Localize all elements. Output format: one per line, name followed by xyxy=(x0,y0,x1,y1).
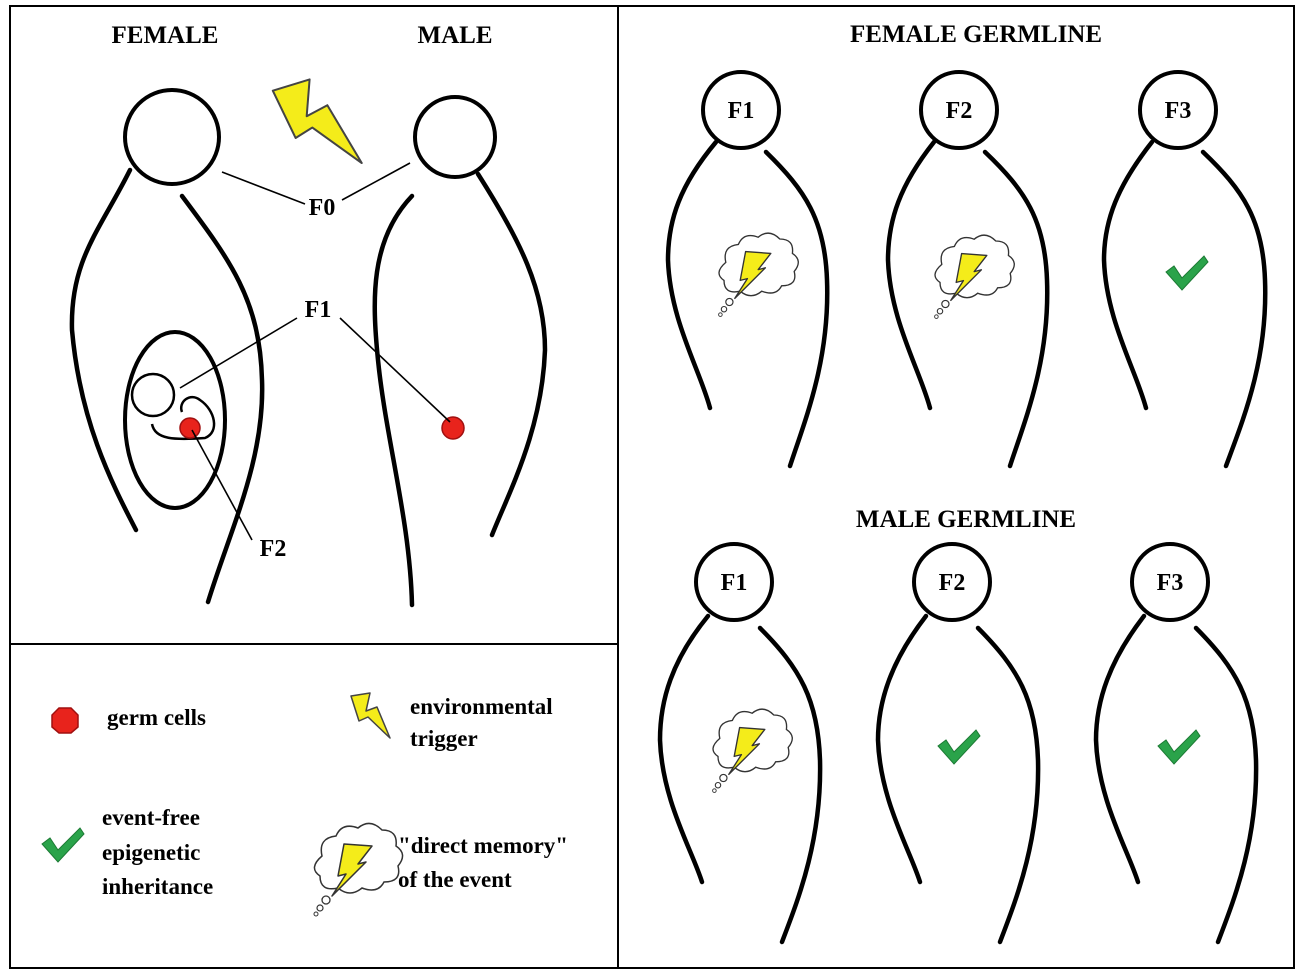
check-icon xyxy=(41,827,85,863)
generation-label: F2 xyxy=(946,98,973,124)
germ-cell-icon xyxy=(441,416,465,440)
germ-cell-icon xyxy=(179,417,201,439)
legend-memory-line1: "direct memory" xyxy=(398,833,568,858)
f2-label: F2 xyxy=(260,536,287,562)
legend-event-free-line3: inheritance xyxy=(102,874,213,899)
male-label: MALE xyxy=(418,22,493,49)
legend-event-free-line2: epigenetic xyxy=(102,840,200,865)
germline-panel: FEMALE GERMLINE MALE GERMLINE F1 F2 F3 xyxy=(657,21,1268,945)
legend-trigger-line1: environmental xyxy=(410,694,553,719)
thought-cloud-icon xyxy=(713,709,793,792)
male-germline-title: MALE GERMLINE xyxy=(856,506,1076,533)
panel-frames xyxy=(9,5,1295,969)
female-gen-f1: F1 xyxy=(665,70,830,469)
generation-label: F1 xyxy=(728,98,755,124)
check-icon xyxy=(1165,255,1209,291)
male-figure xyxy=(372,95,548,608)
thought-cloud-icon xyxy=(935,235,1015,318)
thought-cloud-icon xyxy=(314,823,403,916)
male-gen-f1: F1 xyxy=(657,542,823,945)
male-gen-f3: F3 xyxy=(1093,542,1259,945)
generation-label: F1 xyxy=(721,570,748,596)
check-icon xyxy=(937,729,981,765)
male-gen-f2: F2 xyxy=(875,542,1041,945)
generation-label: F3 xyxy=(1157,570,1184,596)
parents-panel: FEMALE MALE F0 xyxy=(69,22,548,608)
legend: germ cells environmental trigger event-f… xyxy=(41,692,568,916)
germ-cell-icon xyxy=(51,707,79,734)
legend-event-free-line1: event-free xyxy=(102,805,200,830)
thought-cloud-icon xyxy=(719,233,799,316)
female-label: FEMALE xyxy=(112,22,219,49)
generation-label: F2 xyxy=(939,570,966,596)
female-gen-f2: F2 xyxy=(885,70,1050,469)
female-gen-f3: F3 xyxy=(1101,70,1268,469)
legend-germ-cells: germ cells xyxy=(107,705,206,730)
lightning-icon xyxy=(350,692,391,739)
f1-label: F1 xyxy=(305,297,332,323)
female-figure xyxy=(69,88,265,605)
female-germline-title: FEMALE GERMLINE xyxy=(850,21,1102,48)
lightning-icon xyxy=(271,78,363,165)
f0-label: F0 xyxy=(309,195,336,221)
legend-memory-line2: of the event xyxy=(398,867,512,892)
legend-trigger-line2: trigger xyxy=(410,726,478,751)
check-icon xyxy=(1157,729,1201,765)
generation-label: F3 xyxy=(1165,98,1192,124)
